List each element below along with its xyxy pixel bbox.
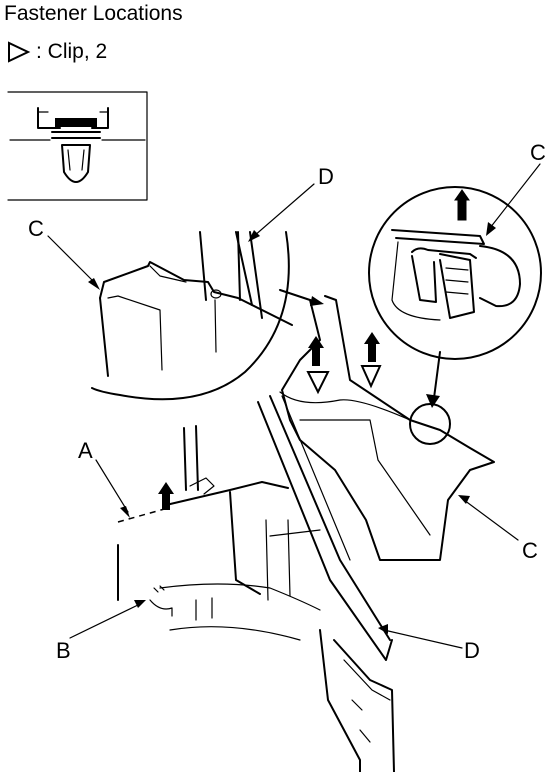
zoom-marker-circle xyxy=(409,403,451,445)
pillar-trim-panel xyxy=(257,295,495,661)
callout-c-top-left: C xyxy=(28,216,44,241)
callout-a: A xyxy=(78,438,93,463)
callout-b: B xyxy=(56,638,71,663)
clip-triangle-icon xyxy=(360,365,382,389)
callout-c-right: C xyxy=(522,538,538,563)
removal-arrows xyxy=(158,332,380,510)
detail-zoom-right xyxy=(368,186,542,360)
clip-triangle-icon xyxy=(306,371,330,395)
callout-d-bottom: D xyxy=(464,638,480,663)
leader-lines xyxy=(47,163,541,649)
callout-d-top: D xyxy=(318,164,334,189)
clip-markers xyxy=(306,365,382,395)
legend: : Clip, 2 xyxy=(6,40,107,64)
clip-detail-inset xyxy=(7,91,148,201)
callout-c-top-right: C xyxy=(530,140,546,165)
legend-label: : Clip, 2 xyxy=(36,40,108,63)
clip-triangle-icon xyxy=(8,41,31,63)
lower-body-trim xyxy=(117,425,395,772)
page-title: Fastener Locations xyxy=(4,2,183,25)
detail-zoom-left xyxy=(91,231,293,401)
